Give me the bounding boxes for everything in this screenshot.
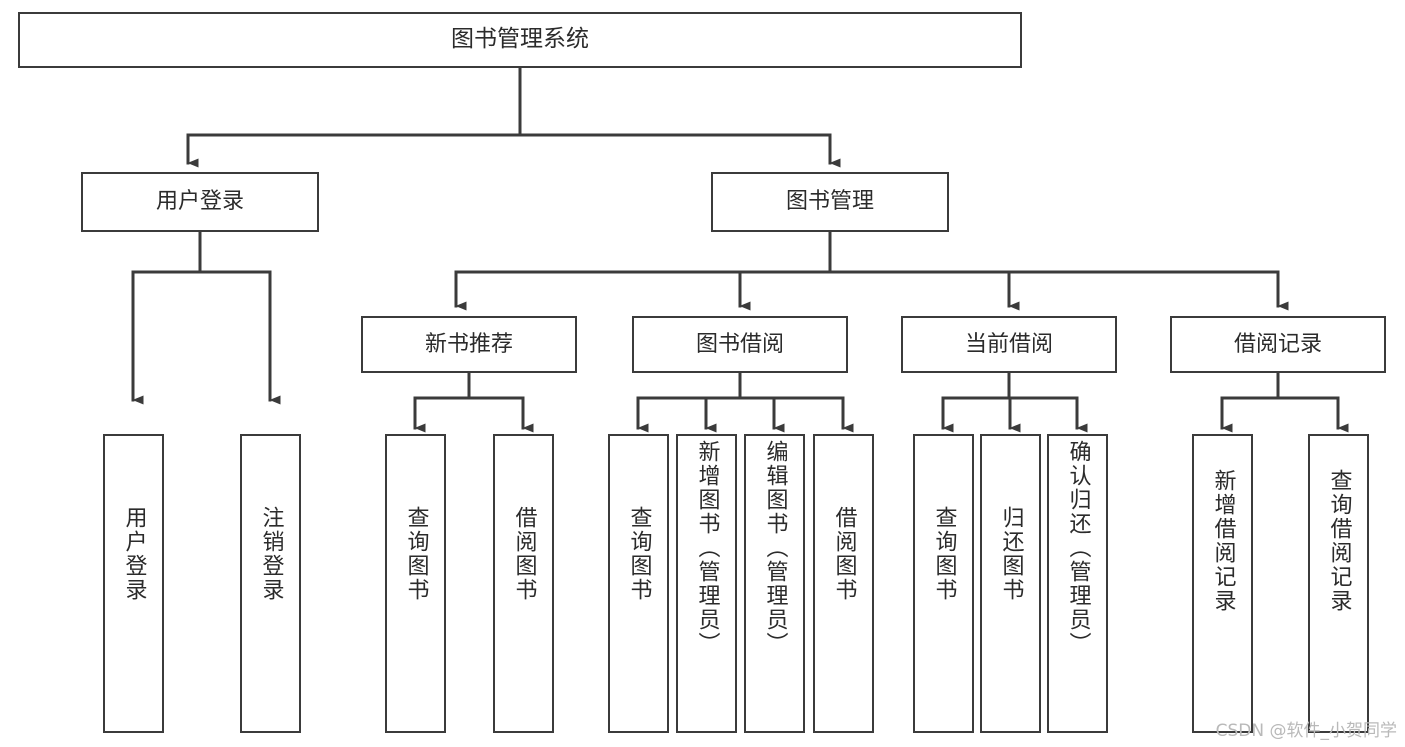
node-leaf-edit-book-label: 编辑图书（管理员） <box>762 440 788 656</box>
node-user-login[interactable]: 用户登录 <box>81 172 319 232</box>
node-leaf-confirm-return[interactable]: 确认归还（管理员） <box>1047 434 1108 733</box>
node-leaf-confirm-return-label: 确认归还（管理员） <box>1065 440 1091 656</box>
node-leaf-edit-book[interactable]: 编辑图书（管理员） <box>744 434 805 733</box>
node-leaf-user-login[interactable]: 用户登录 <box>103 434 164 733</box>
watermark-text: CSDN @软件_小贺同学 <box>1215 721 1397 741</box>
node-leaf-query-book-1[interactable]: 查询图书 <box>385 434 446 733</box>
node-book-management[interactable]: 图书管理 <box>711 172 949 232</box>
node-new-book-recommend-label: 新书推荐 <box>424 331 513 357</box>
node-book-management-label: 图书管理 <box>785 189 874 215</box>
node-book-borrow[interactable]: 图书借阅 <box>632 316 848 373</box>
node-current-borrow-label: 当前借阅 <box>964 331 1053 357</box>
node-user-login-label: 用户登录 <box>155 189 244 215</box>
node-book-borrow-label: 图书借阅 <box>695 331 784 357</box>
node-leaf-logout[interactable]: 注销登录 <box>240 434 301 733</box>
node-borrow-record[interactable]: 借阅记录 <box>1170 316 1386 373</box>
node-leaf-query-record[interactable]: 查询借阅记录 <box>1308 434 1369 733</box>
node-current-borrow[interactable]: 当前借阅 <box>901 316 1117 373</box>
node-borrow-record-label: 借阅记录 <box>1233 331 1322 357</box>
node-leaf-return-book[interactable]: 归还图书 <box>980 434 1041 733</box>
node-leaf-borrow-book-2-label: 借阅图书 <box>831 506 857 602</box>
node-leaf-query-record-label: 查询借阅记录 <box>1326 469 1352 613</box>
node-leaf-add-book[interactable]: 新增图书（管理员） <box>676 434 737 733</box>
node-leaf-borrow-book-1-label: 借阅图书 <box>511 506 537 602</box>
node-leaf-query-book-2[interactable]: 查询图书 <box>608 434 669 733</box>
node-leaf-add-record[interactable]: 新增借阅记录 <box>1192 434 1253 733</box>
node-leaf-query-book-2-label: 查询图书 <box>626 506 652 602</box>
node-leaf-query-book-3-label: 查询图书 <box>931 506 957 602</box>
node-leaf-borrow-book-2[interactable]: 借阅图书 <box>813 434 874 733</box>
node-root[interactable]: 图书管理系统 <box>18 12 1022 68</box>
node-leaf-query-book-3[interactable]: 查询图书 <box>913 434 974 733</box>
node-leaf-user-login-label: 用户登录 <box>121 506 147 602</box>
node-leaf-add-book-label: 新增图书（管理员） <box>694 440 720 656</box>
node-leaf-add-record-label: 新增借阅记录 <box>1210 469 1236 613</box>
node-leaf-return-book-label: 归还图书 <box>998 506 1024 602</box>
node-leaf-query-book-1-label: 查询图书 <box>403 506 429 602</box>
node-root-label: 图书管理系统 <box>451 26 589 53</box>
node-new-book-recommend[interactable]: 新书推荐 <box>361 316 577 373</box>
node-leaf-borrow-book-1[interactable]: 借阅图书 <box>493 434 554 733</box>
node-leaf-logout-label: 注销登录 <box>258 506 284 602</box>
